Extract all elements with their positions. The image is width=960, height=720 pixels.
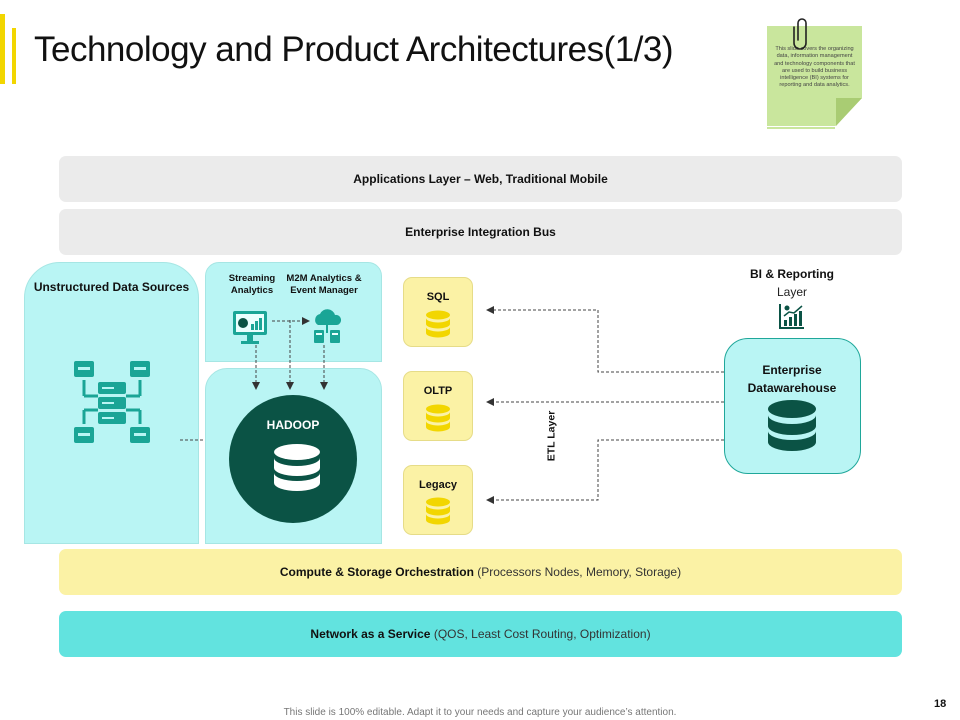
applications-layer-label: Applications Layer – Web, Traditional Mo…: [353, 172, 608, 186]
cloud-event-icon: [310, 305, 344, 345]
database-icon: [425, 404, 451, 434]
bi-reporting-subtitle: Layer: [776, 285, 808, 299]
hadoop-label: HADOOP: [266, 418, 320, 432]
analytics-monitor-icon: [231, 309, 269, 345]
network-server-icon: [68, 358, 156, 446]
enterprise-datawarehouse-label: Enterprise Datawarehouse: [747, 363, 837, 395]
database-icon: [272, 444, 322, 500]
legacy-label: Legacy: [419, 479, 457, 491]
sql-label: SQL: [426, 291, 450, 303]
footer-text: This slide is 100% editable. Adapt it to…: [283, 707, 677, 718]
accent-bar-secondary: [12, 28, 16, 84]
database-icon: [766, 400, 818, 458]
paperclip-icon: [793, 16, 811, 50]
sticky-note-fold: [836, 98, 862, 126]
network-service-detail: (QOS, Least Cost Routing, Optimization): [430, 627, 651, 641]
sticky-note-text: This slide covers the organizing data, i…: [774, 46, 855, 89]
network-service-layer: Network as a Service (QOS, Least Cost Ro…: [59, 611, 902, 657]
database-icon: [425, 497, 451, 527]
page-number: 18: [934, 698, 947, 710]
bi-reporting-title: BI & Reporting: [750, 267, 834, 281]
applications-layer: Applications Layer – Web, Traditional Mo…: [59, 156, 902, 202]
database-icon: [425, 310, 451, 340]
compute-storage-layer: Compute & Storage Orchestration (Process…: [59, 549, 902, 595]
network-service-label: Network as a Service: [310, 627, 431, 641]
integration-bus-label: Enterprise Integration Bus: [405, 225, 556, 239]
page-title: Technology and Product Architectures(1/3…: [34, 30, 674, 69]
integration-bus-layer: Enterprise Integration Bus: [59, 209, 902, 255]
oltp-label: OLTP: [423, 385, 453, 397]
m2m-analytics-label: M2M Analytics & Event Manager: [286, 273, 362, 296]
compute-storage-detail: (Processors Nodes, Memory, Storage): [473, 565, 682, 579]
bar-chart-icon: [778, 302, 806, 330]
compute-storage-label: Compute & Storage Orchestration: [279, 565, 474, 579]
accent-bar: [0, 14, 5, 84]
unstructured-data-label: Unstructured Data Sources: [33, 280, 190, 294]
streaming-analytics-label: Streaming Analytics: [228, 273, 276, 296]
etl-layer-label: ETL Layer: [545, 410, 558, 462]
sticky-note-underline: [767, 127, 835, 129]
